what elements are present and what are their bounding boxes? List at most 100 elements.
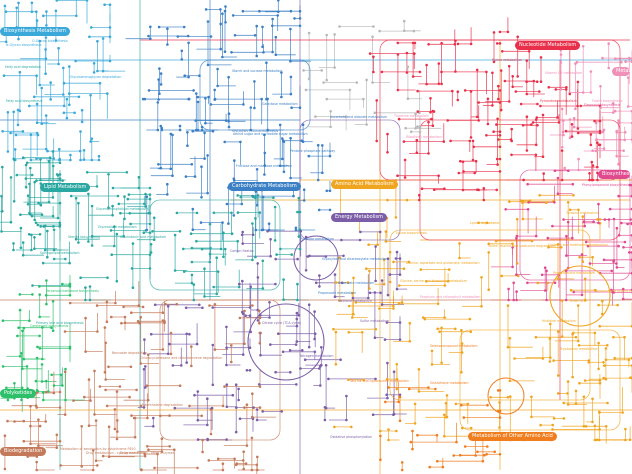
- category-pill-energy[interactable]: Energy Metabolism: [331, 213, 387, 222]
- pathway-label[interactable]: Histidine metabolism: [542, 319, 576, 323]
- pathway-label[interactable]: Propanoate metabolism: [318, 291, 356, 295]
- compound-node: [39, 203, 43, 207]
- pathway-label[interactable]: Terpenoid backbone biosynthesis: [46, 289, 99, 293]
- pathway-label[interactable]: Flavonoid biosynthesis: [584, 103, 621, 107]
- pathway-label[interactable]: Sulfur metabolism: [360, 319, 390, 323]
- pathway-label[interactable]: Glutathione metabolism: [430, 381, 469, 385]
- compound-node: [299, 367, 302, 370]
- pathway-label[interactable]: Benzoate degradation: [112, 351, 148, 355]
- pathway-label[interactable]: Valine, leucine and isoleucine degradati…: [488, 244, 556, 248]
- compound-node: [511, 242, 514, 246]
- compound-node: [143, 338, 146, 341]
- compound-node: [213, 88, 216, 92]
- pathway-label[interactable]: Galactose metabolism: [262, 102, 298, 106]
- pathway-label[interactable]: Urea cycle: [570, 299, 587, 303]
- pathway-label[interactable]: Lysine biosynthesis: [396, 231, 427, 235]
- compound-node: [615, 154, 618, 158]
- category-pill-glycan[interactable]: Biosynthesis Metabolism: [0, 27, 70, 36]
- compound-node: [623, 335, 626, 339]
- pathway-label[interactable]: Purine metabolism: [492, 58, 522, 62]
- pathway-label[interactable]: Glycine, serine and threonine metabolism: [400, 279, 467, 283]
- category-pill-lipid[interactable]: Lipid Metabolism: [40, 183, 91, 192]
- pathway-label[interactable]: Drug metabolism - other enzymes: [120, 451, 175, 455]
- pathway-label[interactable]: Methane metabolism: [338, 299, 372, 303]
- pathway-label[interactable]: Amino sugar and nucleotide sugar metabol…: [233, 132, 308, 136]
- pathway-label[interactable]: Ascorbate and aldarate metabolism: [330, 115, 388, 119]
- compound-node: [83, 395, 86, 399]
- pathway-label[interactable]: O-Glycan biosynthesis: [32, 39, 68, 43]
- pathway-label[interactable]: Starch and sucrose metabolism: [232, 69, 283, 73]
- category-pill-xenobiotics[interactable]: Biodegradation: [0, 447, 47, 456]
- pathway-label[interactable]: Chlorocyclohexane and chlorobenzene degr…: [140, 356, 223, 360]
- pathway-label[interactable]: Alanine, aspartate and glutamate metabol…: [406, 261, 480, 265]
- compound-node: [355, 81, 359, 84]
- pathway-label[interactable]: Fatty acid degradation: [5, 65, 41, 69]
- pathway-label[interactable]: Pyrimidine metabolism: [540, 99, 577, 103]
- pathway-label[interactable]: Arachidonic acid metabolism: [120, 235, 167, 239]
- category-pill-terpenoids[interactable]: Polyketides: [0, 389, 37, 398]
- pathway-label[interactable]: Glyoxylate and dicarboxylate metabolism: [322, 257, 389, 261]
- compound-node: [110, 315, 113, 319]
- pathway-label[interactable]: Steroid biosynthesis: [68, 235, 101, 239]
- compound-node: [294, 343, 298, 346]
- compound-node: [617, 194, 620, 198]
- pathway-label[interactable]: Citrate cycle (TCA cycle): [262, 321, 302, 325]
- pathway-label[interactable]: Thiamine metabolism: [394, 114, 429, 118]
- pathway-label[interactable]: Tyrosine metabolism: [566, 211, 599, 215]
- pathway-label[interactable]: Riboflavin metabolism: [406, 135, 442, 139]
- pathway-label[interactable]: Arginine and proline metabolism: [596, 289, 632, 293]
- compound-node: [508, 200, 511, 203]
- compound-node: [213, 303, 217, 306]
- pathway-label[interactable]: Oxidative phosphorylation: [330, 435, 373, 439]
- compound-node: [274, 257, 278, 261]
- pathway-label[interactable]: Butanoate metabolism: [338, 281, 375, 285]
- compound-node: [597, 367, 600, 371]
- pathway-label[interactable]: Pentose phosphate pathway: [290, 149, 336, 153]
- category-pill-carbohydrate[interactable]: Carbohydrate Metabolism: [228, 182, 301, 191]
- category-pill-other-amino[interactable]: Metabolism of Other Amino Acid: [468, 432, 557, 441]
- pathway-label[interactable]: Taurine and hypotaurine metabolism: [350, 379, 409, 383]
- compound-node: [553, 169, 557, 172]
- compound-node: [627, 358, 631, 362]
- pathway-label[interactable]: Tryptophan metabolism: [560, 347, 598, 351]
- pathway-label[interactable]: Folate biosynthesis: [592, 99, 623, 103]
- pathway-label[interactable]: Lysine degradation: [470, 221, 501, 225]
- compound-node: [560, 335, 564, 338]
- pathway-label[interactable]: Fatty acid biosynthesis: [6, 99, 43, 103]
- pathway-label[interactable]: Drug metabolism - cytochrome P450: [86, 451, 145, 455]
- pathway-label[interactable]: Phenylalanine metabolism: [553, 271, 596, 275]
- pathway-label[interactable]: Naphthalene degradation: [142, 403, 183, 407]
- compound-node: [274, 370, 277, 374]
- category-pill-nucleotide[interactable]: Nucleotide Metabolism: [515, 41, 581, 50]
- pathway-label[interactable]: Glycolysis / Gluconeogenesis: [232, 129, 279, 133]
- pathway-label[interactable]: Phenylpropanoid biosynthesis: [582, 183, 630, 187]
- compound-node: [566, 201, 570, 204]
- compound-node: [394, 216, 398, 219]
- pathway-label[interactable]: Sphingolipid metabolism: [40, 251, 80, 255]
- pathway-label[interactable]: Glycerophospholipid metabolism: [96, 207, 149, 211]
- pathway-label[interactable]: Primary bile acid biosynthesis: [36, 321, 84, 325]
- pathway-label[interactable]: Vitamin B6 metabolism: [545, 71, 583, 75]
- compound-node: [301, 123, 305, 126]
- compound-node: [373, 291, 377, 294]
- category-pill-other-secondary[interactable]: Biosynthesis of Other Secondary: [598, 170, 630, 179]
- pathway-label[interactable]: Metabolism of xenobiotics by cytochrome …: [60, 447, 136, 451]
- compound-node: [593, 119, 596, 123]
- compound-node: [428, 465, 432, 469]
- category-pill-cofactors[interactable]: Metab. Other: [612, 67, 630, 76]
- category-pill-amino-acid[interactable]: Amino Acid Metabolism: [331, 180, 398, 189]
- pathway-label[interactable]: N-Glycan biosynthesis: [6, 43, 42, 47]
- pathway-label[interactable]: Selenocompound metabolism: [430, 344, 478, 348]
- pathway-label[interactable]: Fructose and mannose metabolism: [236, 164, 292, 168]
- compound-node: [274, 282, 277, 286]
- pathway-label[interactable]: Porphyrin and chlorophyll metabolism: [420, 295, 481, 299]
- pathway-label[interactable]: Glycosaminoglycan degradation: [70, 75, 122, 79]
- pathway-label[interactable]: Glycerolipid metabolism: [98, 225, 137, 229]
- pathway-label[interactable]: Carbon fixation: [230, 249, 255, 253]
- compound-node: [64, 367, 67, 371]
- pathway-label[interactable]: Carotenoid biosynthesis: [30, 324, 69, 328]
- pathway-label[interactable]: Nitrogen metabolism: [300, 354, 334, 358]
- compound-node: [602, 258, 606, 262]
- pathway-label[interactable]: Cysteine and methionine metabolism: [548, 243, 608, 247]
- pathway-label[interactable]: Pyruvate metabolism: [300, 237, 334, 241]
